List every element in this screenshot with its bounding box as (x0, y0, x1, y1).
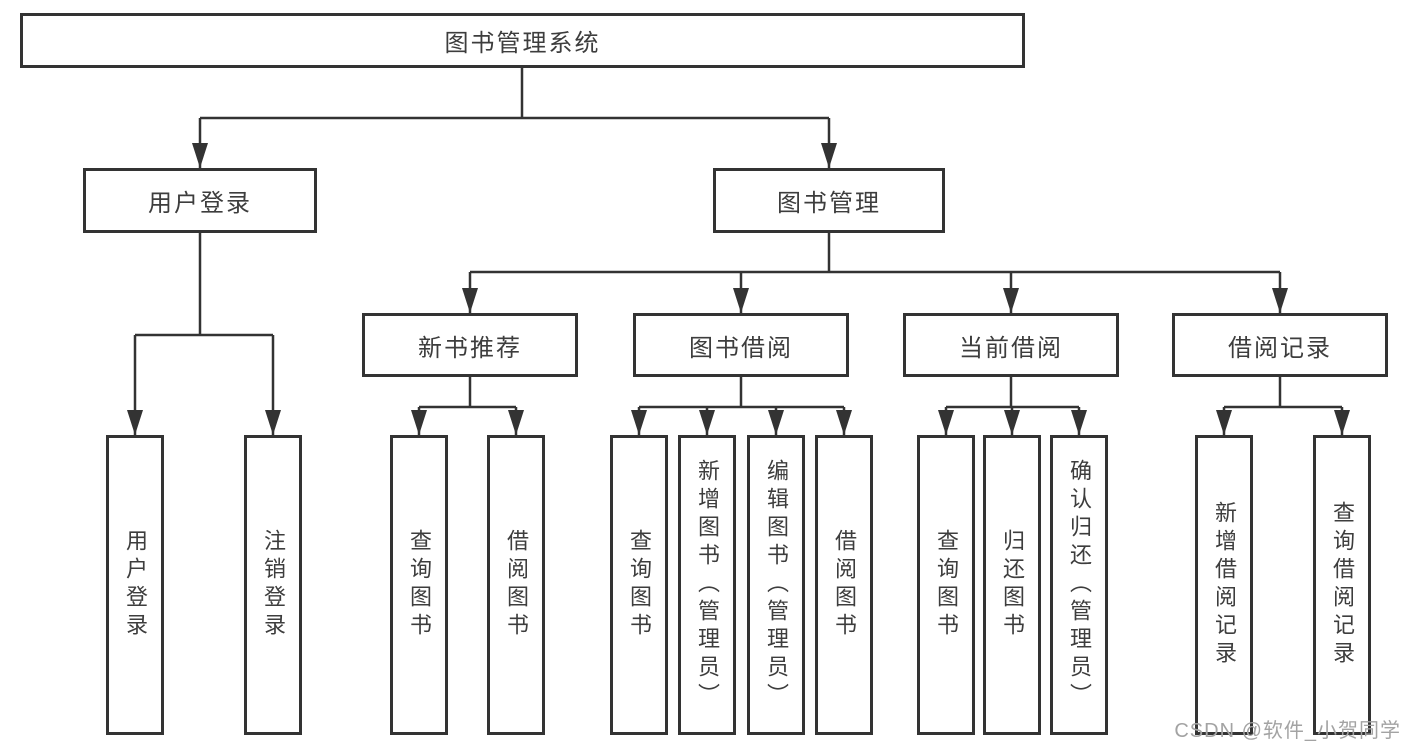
connector-book-borrow-children (637, 377, 846, 435)
leaf-records-query-label: 查询借阅记录 (1330, 501, 1355, 669)
node-current-borrowing: 当前借阅 (903, 313, 1119, 377)
leaf-newbooks-query: 查询图书 (390, 435, 448, 735)
node-new-book-recommend-label: 新书推荐 (418, 334, 522, 362)
node-user-login: 用户登录 (83, 168, 317, 233)
connector-book-mgmt-children (468, 233, 1282, 313)
node-current-borrowing-label: 当前借阅 (959, 334, 1063, 362)
connector-current-borrow-children (944, 377, 1081, 435)
leaf-logout: 注销登录 (244, 435, 302, 735)
leaf-user-login-label: 用户登录 (123, 529, 148, 641)
leaf-current-return: 归还图书 (983, 435, 1041, 735)
leaf-current-confirm-admin-label: 确认归还（管理员） (1067, 459, 1092, 711)
node-root: 图书管理系统 (20, 13, 1025, 68)
leaf-records-query: 查询借阅记录 (1313, 435, 1371, 735)
leaf-current-return-label: 归还图书 (1000, 529, 1025, 641)
leaf-borrow-borrow: 借阅图书 (815, 435, 873, 735)
node-borrowing-records-label: 借阅记录 (1228, 334, 1332, 362)
leaf-newbooks-borrow: 借阅图书 (487, 435, 545, 735)
connector-borrow-records-children (1222, 377, 1344, 435)
leaf-logout-label: 注销登录 (261, 529, 286, 641)
leaf-borrow-borrow-label: 借阅图书 (832, 529, 857, 641)
leaf-borrow-query-label: 查询图书 (627, 529, 652, 641)
node-new-book-recommend: 新书推荐 (362, 313, 578, 377)
connector-user-login-children (133, 233, 275, 435)
leaf-borrow-add-admin-label: 新增图书（管理员） (695, 459, 720, 711)
connector-root-to-level2 (198, 68, 831, 168)
node-book-borrowing: 图书借阅 (633, 313, 849, 377)
connector-new-books-children (417, 377, 518, 435)
node-root-label: 图书管理系统 (444, 30, 601, 57)
leaf-user-login: 用户登录 (106, 435, 164, 735)
leaf-borrow-query: 查询图书 (610, 435, 668, 735)
leaf-borrow-add-admin: 新增图书（管理员） (678, 435, 736, 735)
leaf-records-add: 新增借阅记录 (1195, 435, 1253, 735)
leaf-newbooks-query-label: 查询图书 (407, 529, 432, 641)
leaf-borrow-edit-admin-label: 编辑图书（管理员） (764, 459, 789, 711)
node-user-login-label: 用户登录 (148, 190, 252, 217)
leaf-borrow-edit-admin: 编辑图书（管理员） (747, 435, 805, 735)
csdn-watermark: CSDN @软件_小贺同学 (1174, 720, 1401, 742)
leaf-records-add-label: 新增借阅记录 (1212, 501, 1237, 669)
node-book-management-label: 图书管理 (777, 190, 881, 217)
leaf-current-query: 查询图书 (917, 435, 975, 735)
leaf-current-confirm-admin: 确认归还（管理员） (1050, 435, 1108, 735)
leaf-current-query-label: 查询图书 (934, 529, 959, 641)
node-book-borrowing-label: 图书借阅 (689, 334, 793, 362)
node-borrowing-records: 借阅记录 (1172, 313, 1388, 377)
node-book-management: 图书管理 (713, 168, 945, 233)
leaf-newbooks-borrow-label: 借阅图书 (504, 529, 529, 641)
